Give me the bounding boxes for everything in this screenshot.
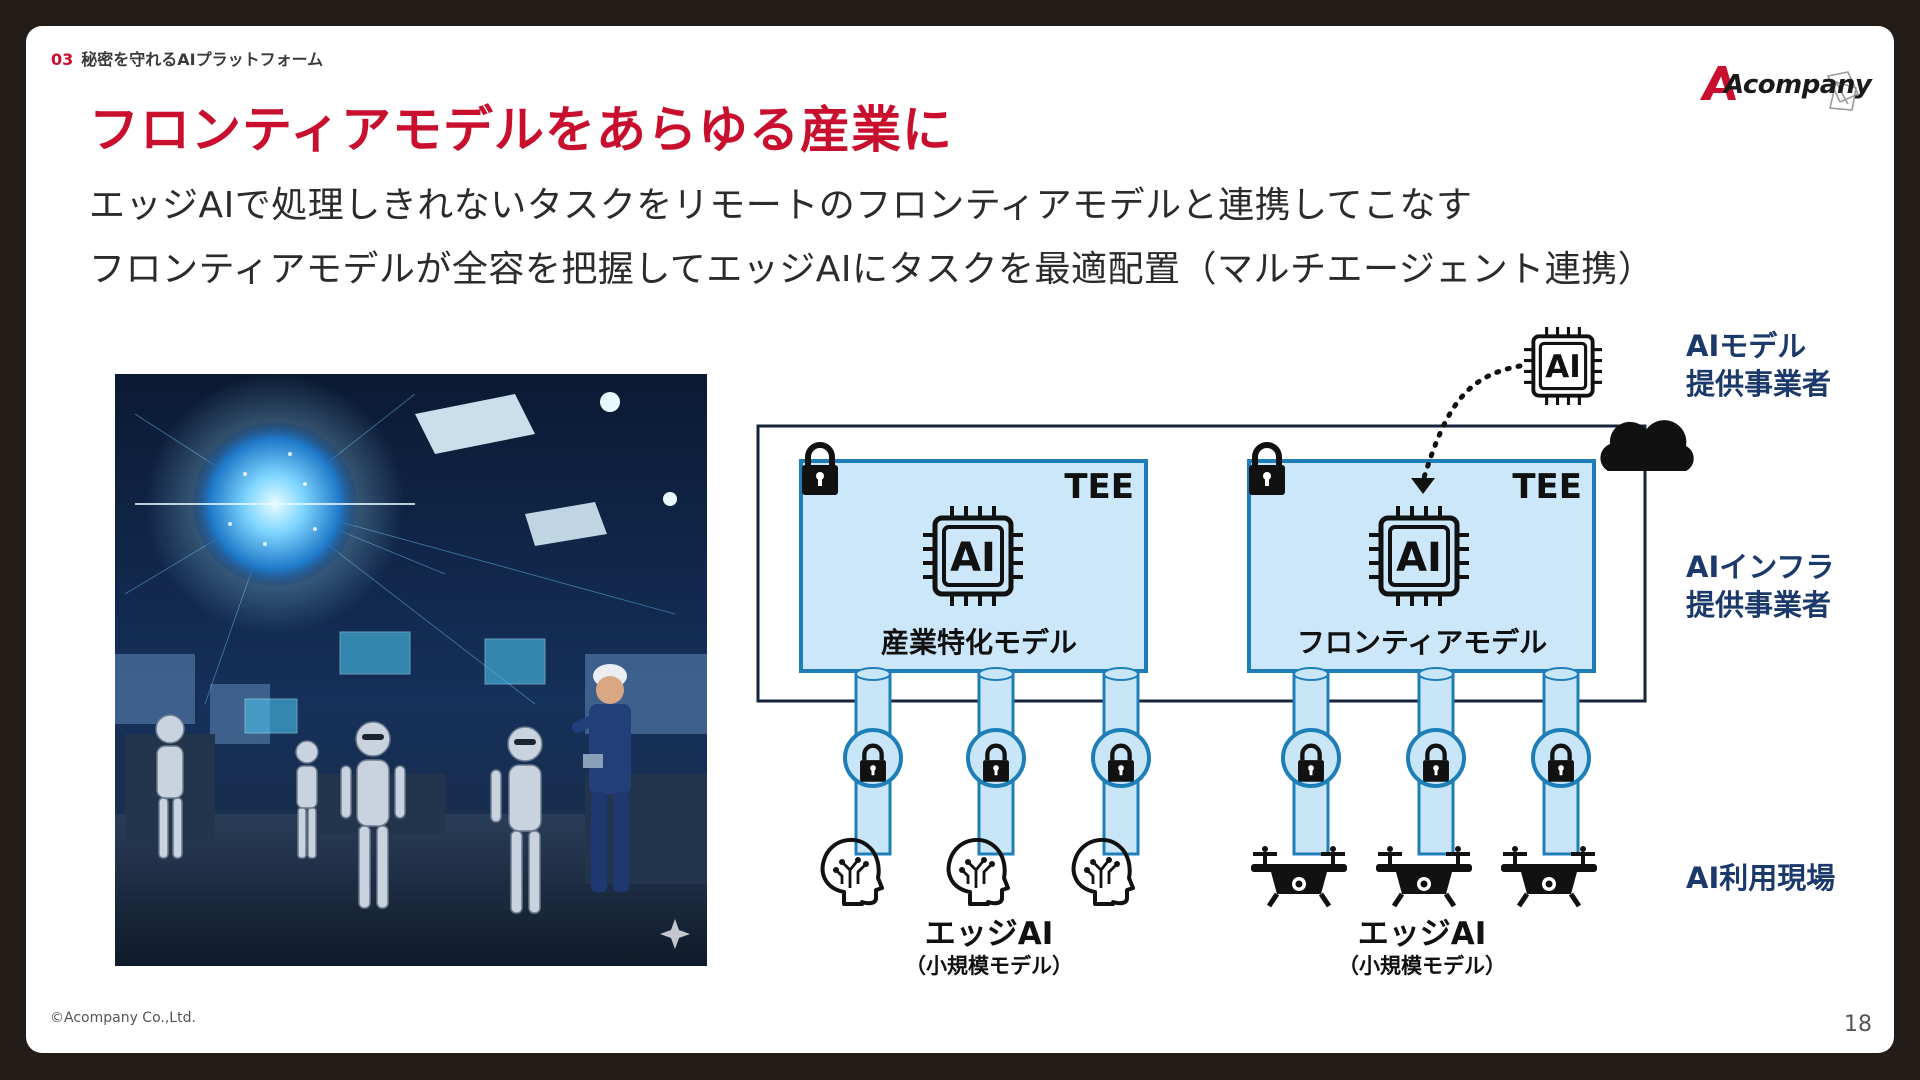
factory-illustration — [115, 374, 707, 966]
chip-label-remote: AI — [1545, 349, 1581, 385]
edge-ai-label-left: エッジAI — [925, 916, 1054, 952]
section-label: 03 秘密を守れるAIプラットフォーム — [51, 46, 323, 70]
cloud-icon — [1600, 420, 1694, 471]
sparkle-icon — [660, 919, 690, 949]
tee-box-right — [1247, 459, 1596, 673]
subtitle-line-1: エッジAIで処理しきれないタスクをリモートのフロンティアモデルと連携してこなす — [89, 185, 1473, 226]
section-title: 秘密を守れるAIプラットフォーム — [81, 50, 324, 69]
tee-label-right: TEE — [1512, 467, 1582, 507]
edge-ai-sub-left: （小規模モデル） — [905, 954, 1073, 978]
secure-pipes — [843, 667, 1591, 856]
dotted-arrow — [1420, 363, 1523, 484]
company-logo: Acompany — [1696, 58, 1872, 120]
frontier-model-label: フロンティアモデル — [1297, 626, 1547, 659]
copyright: ©Acompany Co.,Ltd. — [50, 1010, 196, 1026]
edge-ai-sub-right: （小規模モデル） — [1338, 954, 1506, 978]
page-number: 18 — [1844, 1012, 1872, 1037]
layer-model-provider-1: AIモデル — [1686, 329, 1806, 363]
section-number: 03 — [51, 50, 74, 69]
tee-label-left: TEE — [1064, 467, 1134, 507]
lock-icon — [802, 445, 838, 495]
layer-infra-provider-1: AIインフラ — [1686, 550, 1834, 584]
page-title: フロンティアモデルをあらゆる産業に — [89, 101, 953, 159]
layer-usage-site: AI利用現場 — [1686, 861, 1835, 895]
layer-infra-provider-2: 提供事業者 — [1686, 588, 1831, 622]
subtitle-line-2: フロンティアモデルが全容を把握してエッジAIにタスクを最適配置（マルチエージェン… — [89, 249, 1655, 290]
logo-mark-icon — [1700, 66, 1860, 111]
chip-label-right: AI — [1396, 535, 1442, 581]
lock-icon — [1249, 445, 1285, 495]
layer-model-provider-2: 提供事業者 — [1686, 367, 1831, 401]
infra-boundary — [756, 424, 1647, 703]
industry-model-label: 産業特化モデル — [881, 626, 1077, 659]
head-circuit-icon — [820, 837, 884, 906]
architecture-diagram: TEE AI 産業特化モデル TEE AI フロンティアモデル AI — [756, 325, 1835, 978]
slide: 03 秘密を守れるAIプラットフォーム Acompany フロンティアモデルをあら… — [26, 26, 1894, 1053]
tee-box-left — [799, 459, 1148, 673]
chip-label-left: AI — [950, 535, 996, 581]
logo-text: Acompany — [1724, 70, 1872, 100]
edge-ai-label-right: エッジAI — [1358, 916, 1487, 952]
